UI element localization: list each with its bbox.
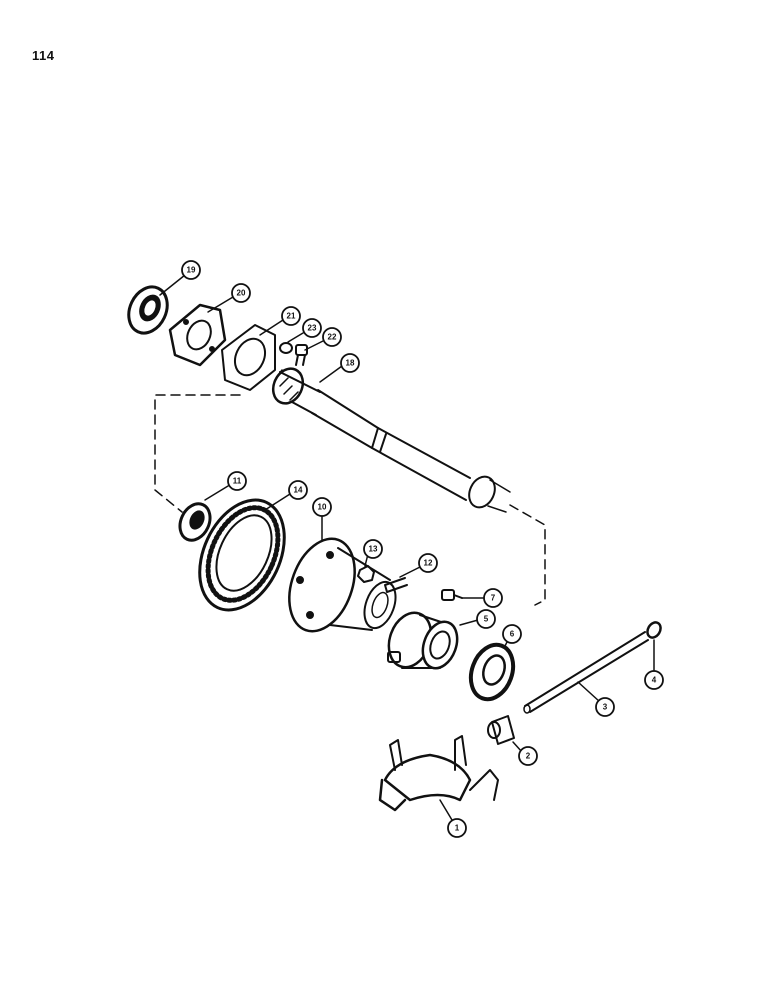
- callout-12-circle: [418, 553, 438, 573]
- callout-6-circle: [502, 624, 522, 644]
- callout-11: 11: [233, 477, 242, 486]
- callout-2: 2: [526, 752, 531, 761]
- part-5-bearing-carrier: [387, 611, 459, 670]
- part-18-shaft: [271, 367, 511, 513]
- assembly-dashed-line: [154, 394, 546, 606]
- part-6-bearing: [468, 642, 516, 702]
- part-23-lockwasher: [279, 342, 293, 354]
- callout-5: 5: [484, 615, 489, 624]
- part-14-friction-disc: [198, 498, 286, 612]
- callout-7: 7: [491, 594, 496, 603]
- callout-3: 3: [603, 703, 608, 712]
- part-10-hub: [288, 537, 397, 633]
- callout-12: 12: [424, 559, 433, 568]
- callout-10-circle: [312, 497, 332, 517]
- callout-18: 18: [346, 359, 355, 368]
- part-12-bolt: [384, 577, 408, 593]
- part-4-clip: [646, 621, 662, 639]
- part-3-rod: [523, 631, 649, 714]
- callout-1: 1: [455, 824, 460, 833]
- callout-4: 4: [652, 676, 657, 685]
- part-11-seal: [178, 502, 212, 542]
- callout-14: 14: [294, 486, 303, 495]
- callout-10: 10: [318, 503, 327, 512]
- page-number: 114: [32, 48, 55, 63]
- callout-7-circle: [483, 588, 503, 608]
- callout-3-circle: [595, 697, 615, 717]
- callout-6: 6: [510, 630, 515, 639]
- callout-13: 13: [369, 545, 378, 554]
- callout-5-circle: [476, 609, 496, 629]
- part-7-fitting: [441, 589, 463, 601]
- part-21-gasket: [221, 324, 276, 391]
- callout-23: 23: [308, 324, 317, 333]
- callout-11-circle: [227, 471, 247, 491]
- callout-21: 21: [287, 312, 296, 321]
- callout-22: 22: [328, 333, 337, 342]
- part-22-bolt: [295, 344, 308, 366]
- callout-21-circle: [281, 306, 301, 326]
- part-13-nut: [357, 565, 375, 583]
- callout-22-circle: [322, 327, 342, 347]
- part-1-fork: [378, 735, 499, 812]
- callout-20: 20: [237, 289, 246, 298]
- part-2-bushing: [487, 715, 515, 745]
- callout-2-circle: [518, 746, 538, 766]
- callout-4-circle: [644, 670, 664, 690]
- callout-14-circle: [288, 480, 308, 500]
- callout-1-circle: [447, 818, 467, 838]
- callout-20-circle: [231, 283, 251, 303]
- leader-lines: [159, 274, 655, 821]
- callout-19: 19: [187, 266, 196, 275]
- part-19-seal: [127, 285, 169, 335]
- callout-13-circle: [363, 539, 383, 559]
- callout-23-circle: [302, 318, 322, 338]
- callout-18-circle: [340, 353, 360, 373]
- callout-19-circle: [181, 260, 201, 280]
- part-20-retainer: [168, 303, 227, 367]
